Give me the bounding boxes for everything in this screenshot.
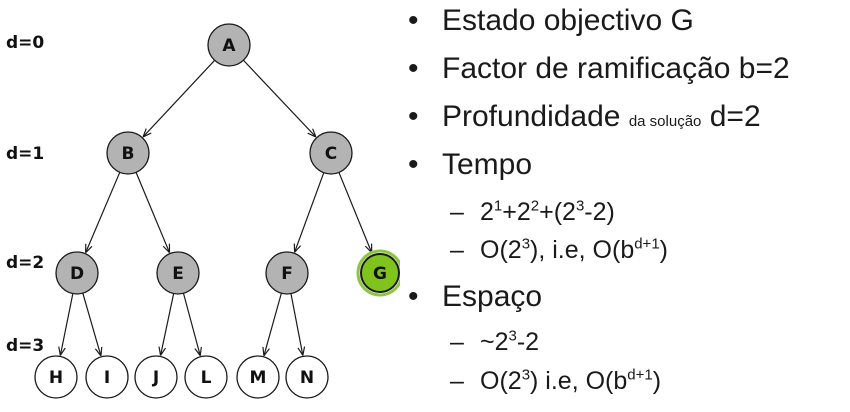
depth-label-1: d=1 xyxy=(6,144,45,164)
node-A: A xyxy=(207,23,251,67)
node-label-F: F xyxy=(281,264,293,284)
search-tree-diagram: d=0 d=1 d=2 d=3 A B C D E F G H I J L M N xyxy=(0,0,400,412)
edge-F-M xyxy=(264,293,282,356)
node-E: E xyxy=(156,251,200,295)
bullet-branching-factor: •Factor de ramificação b=2 xyxy=(408,52,790,85)
node-label-H: H xyxy=(49,368,63,388)
sub-bullet-time-sum: –21+22+(23-2) xyxy=(450,197,615,226)
node-L: L xyxy=(184,355,228,399)
bullet-space: •Espaço xyxy=(408,280,543,313)
bullet-time: •Tempo xyxy=(408,148,533,181)
node-label-I: I xyxy=(104,368,110,388)
edge-A-B xyxy=(143,59,216,137)
node-C: C xyxy=(309,131,353,175)
bullet-goal-state: •Estado objectivo G xyxy=(408,4,694,37)
depth-label-0: d=0 xyxy=(6,33,45,53)
node-N: N xyxy=(285,355,329,399)
node-B: B xyxy=(106,131,150,175)
depth-label-2: d=2 xyxy=(6,253,45,273)
node-label-M: M xyxy=(250,368,267,388)
node-H: H xyxy=(34,355,78,399)
node-I: I xyxy=(85,355,129,399)
node-label-C: C xyxy=(325,144,337,164)
node-label-E: E xyxy=(172,264,184,284)
edge-A-C xyxy=(242,59,315,137)
node-M: M xyxy=(236,355,280,399)
edge-C-G xyxy=(338,172,372,252)
node-label-G: G xyxy=(373,264,387,284)
bullet-list: •Estado objectivo G •Factor de ramificaç… xyxy=(400,0,850,412)
edge-D-H xyxy=(60,293,74,356)
node-G: G xyxy=(356,249,400,297)
node-F: F xyxy=(265,251,309,295)
edge-D-I xyxy=(82,293,101,356)
edge-F-N xyxy=(290,293,303,356)
node-D: D xyxy=(55,251,99,295)
sub-bullet-space-count: –~23-2 xyxy=(450,327,540,356)
node-J: J xyxy=(134,355,178,399)
edge-C-F xyxy=(295,172,325,253)
edge-B-D xyxy=(86,172,121,252)
bullet-solution-depth: •Profundidade da solução d=2 xyxy=(408,100,761,133)
node-label-N: N xyxy=(300,368,314,388)
node-label-A: A xyxy=(222,36,236,56)
sub-bullet-time-complexity: –O(23), i.e, O(bd+1) xyxy=(450,235,668,264)
tree-graph: A B C D E F G H I J L M N xyxy=(34,23,400,399)
node-label-D: D xyxy=(70,264,84,284)
edge-B-E xyxy=(135,172,169,252)
edge-E-L xyxy=(182,293,200,355)
sub-bullet-space-complexity: –O(23) i.e, O(bd+1) xyxy=(450,366,662,395)
node-label-J: J xyxy=(152,368,159,388)
node-label-L: L xyxy=(201,368,212,388)
edge-E-J xyxy=(161,293,175,356)
node-label-B: B xyxy=(122,144,135,164)
depth-label-3: d=3 xyxy=(6,336,45,356)
